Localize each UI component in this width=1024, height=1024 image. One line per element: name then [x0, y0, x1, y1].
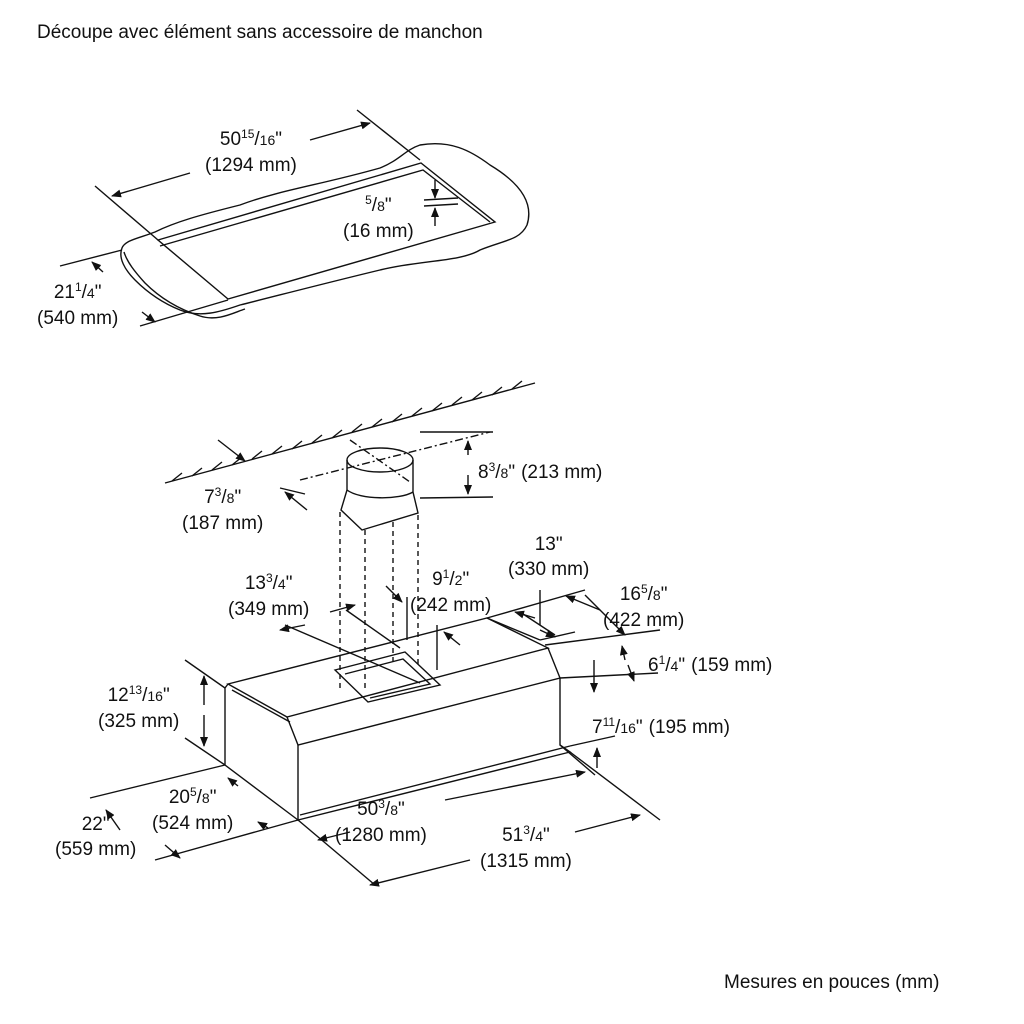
inch-whole: 16	[619, 584, 641, 605]
dimension-millimeters: (187 mm)	[182, 513, 264, 534]
dimension-millimeters: (1315 mm)	[480, 851, 572, 872]
fraction-numerator: 3	[378, 797, 385, 811]
inch-whole: 51	[502, 825, 524, 846]
dimension-inches: 614	[648, 653, 685, 676]
dimension-millimeters: (242 mm)	[410, 595, 492, 616]
dimension-cutout-lip: 58(16 mm)	[343, 188, 414, 244]
fraction-numerator: 5	[640, 582, 648, 596]
fraction-denominator: 8	[221, 490, 234, 506]
dimension-front-height: 71116(195 mm)	[592, 710, 730, 741]
fraction-numerator: 3	[523, 823, 530, 837]
dimension-duct-height: 838 (213 mm)	[478, 455, 602, 486]
dimension-millimeters: (559 mm)	[55, 839, 137, 860]
dimension-bevel-height: 614 (159 mm)	[648, 648, 772, 679]
dimension-millimeters: (422 mm)	[603, 610, 685, 631]
dimension-duct-side-offset: 1334(349 mm)	[228, 566, 309, 622]
dimension-cutout-length: 501516(1294 mm)	[205, 122, 297, 178]
dimension-millimeters: (1294 mm)	[205, 155, 297, 176]
inch-whole: 9	[432, 569, 443, 590]
dimension-total-width: 5134(1315 mm)	[480, 818, 572, 874]
fraction-denominator: 16	[142, 688, 163, 704]
dimension-inches: 5134	[480, 818, 572, 849]
fraction-numerator: 3	[488, 460, 496, 474]
inch-whole: 22	[81, 814, 103, 835]
dimension-inches: 2114	[37, 275, 118, 306]
fraction-denominator: 4	[530, 828, 543, 844]
fraction-denominator: 4	[273, 576, 286, 592]
dimension-total-height: 121316(325 mm)	[98, 678, 179, 734]
fraction-numerator: 1	[658, 653, 666, 667]
dimension-inches: 2058	[152, 780, 233, 811]
fraction-numerator: 13	[128, 683, 143, 697]
dimension-millimeters: (349 mm)	[228, 599, 310, 620]
fraction-denominator: 4	[82, 285, 95, 301]
inch-whole: 8	[478, 462, 489, 483]
fraction-denominator: 16	[254, 132, 275, 148]
fraction-denominator: 8	[648, 587, 661, 603]
dimension-millimeters: (1280 mm)	[335, 825, 427, 846]
dimension-lines	[89, 585, 661, 887]
fraction-numerator: 3	[265, 571, 273, 585]
fraction-numerator: 1	[442, 567, 450, 581]
ceiling	[164, 380, 536, 511]
dimension-millimeters: (159 mm)	[691, 655, 773, 676]
fraction-denominator: 8	[385, 802, 398, 818]
dimension-inches: 1658	[603, 577, 684, 608]
dimension-inches: 838	[478, 460, 515, 483]
hood-body	[224, 617, 572, 821]
fraction-denominator: 16	[615, 720, 636, 736]
dimension-duct-offset: 738(187 mm)	[182, 480, 263, 536]
dimension-inches: 912	[410, 562, 491, 593]
duct-connector	[299, 431, 494, 690]
dimension-millimeters: (16 mm)	[343, 221, 414, 242]
inch-whole: 7	[592, 717, 603, 738]
fraction-denominator: 4	[665, 658, 678, 674]
inch-whole: 6	[648, 655, 659, 676]
dimension-millimeters: (195 mm)	[648, 717, 730, 738]
inch-whole: 21	[53, 282, 75, 303]
fraction-numerator: 3	[214, 485, 222, 499]
dimension-total-depth: 22 (559 mm)	[55, 812, 136, 862]
fraction-numerator: 15	[241, 127, 255, 141]
dimension-inches: 58	[343, 188, 414, 219]
inch-whole: 50	[357, 799, 379, 820]
fraction-numerator: 5	[365, 193, 372, 207]
fraction-numerator: 11	[602, 715, 616, 729]
dimension-millimeters: (330 mm)	[508, 559, 590, 580]
fraction-numerator: 1	[74, 280, 82, 294]
dimension-millimeters: (540 mm)	[37, 308, 119, 329]
dimension-inches: 501516	[205, 122, 297, 153]
dimension-body-width: 5038(1280 mm)	[335, 792, 427, 848]
dimension-millimeters: (325 mm)	[98, 711, 180, 732]
inch-whole: 13	[534, 534, 556, 555]
dimension-inches: 22	[55, 812, 136, 837]
dimension-millimeters: (213 mm)	[521, 462, 603, 483]
dimension-top-depth: 13 (330 mm)	[508, 532, 589, 582]
fraction-numerator: 5	[189, 785, 197, 799]
dimension-cutout-depth: 2114(540 mm)	[37, 275, 118, 331]
fraction-denominator: 8	[372, 198, 385, 214]
dimension-body-depth: 2058(524 mm)	[152, 780, 233, 836]
dimension-duct-front-offset: 912(242 mm)	[410, 562, 491, 618]
dimension-inches: 738	[182, 480, 263, 511]
dimension-inches: 13	[508, 532, 589, 557]
inch-whole: 20	[168, 787, 190, 808]
inch-whole: 7	[204, 487, 215, 508]
dimension-upper-depth: 1658(422 mm)	[603, 577, 684, 633]
fraction-denominator: 8	[495, 465, 508, 481]
countertop-cutout	[59, 109, 530, 327]
fraction-denominator: 2	[449, 572, 462, 588]
inch-whole: 50	[219, 129, 242, 150]
dimension-inches: 5038	[335, 792, 427, 823]
diagram-title: Découpe avec élément sans accessoire de …	[37, 22, 483, 43]
dimension-inches: 71116	[592, 715, 643, 738]
fraction-denominator: 8	[197, 790, 210, 806]
units-note: Mesures en pouces (mm)	[724, 972, 940, 993]
dimension-inches: 1334	[228, 566, 309, 597]
dimension-millimeters: (524 mm)	[152, 813, 234, 834]
inch-whole: 12	[107, 685, 129, 706]
inch-whole: 13	[244, 573, 266, 594]
dimension-inches: 121316	[98, 678, 179, 709]
